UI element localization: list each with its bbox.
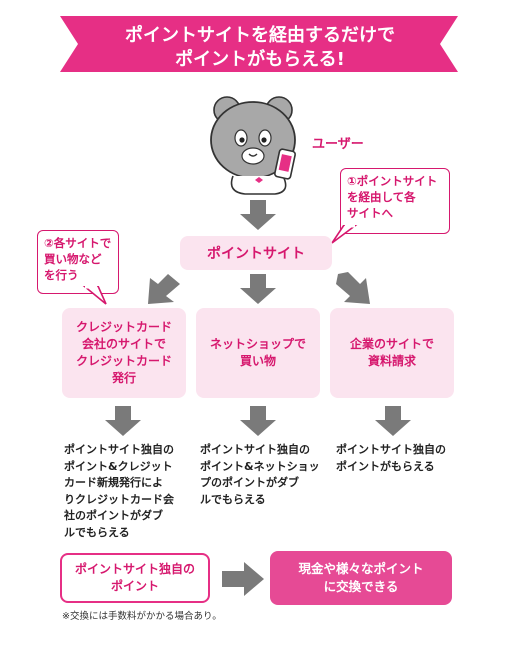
- bubble-right-line: サイトへ: [347, 206, 393, 220]
- branch-net-shop: ネットショップで 買い物: [196, 308, 320, 398]
- bottom-left-line: ポイント: [110, 579, 159, 593]
- hub-point-site: ポイントサイト: [180, 236, 332, 270]
- branch-label-line: ネットショップで: [209, 337, 306, 351]
- branch-document-request: 企業のサイトで 資料請求: [330, 308, 454, 398]
- branch-label-line: 企業のサイトで: [349, 337, 434, 351]
- bottom-left-line: ポイントサイト独自の: [74, 562, 195, 576]
- branch-label-line: クレジットカード: [75, 320, 172, 334]
- banner-line1: ポイントサイトを経由するだけで: [125, 25, 395, 46]
- result-line: ポイント&クレジット: [64, 459, 173, 473]
- bubble-shopping: ②各サイトで 買い物など を行う: [37, 230, 119, 294]
- banner-title: ポイントサイトを経由するだけで ポイントがもらえる!: [0, 24, 520, 72]
- result-line: ルでもらえる: [64, 525, 130, 539]
- arrow-down-icon: [375, 406, 411, 436]
- arrow-down-icon: [240, 406, 276, 436]
- bubble-left-line: ②各サイトで: [44, 236, 112, 250]
- bottom-own-points-box: ポイントサイト独自の ポイント: [60, 553, 210, 603]
- result-line: プのポイントがダブ: [200, 476, 299, 489]
- hub-label: ポイントサイト: [207, 246, 305, 262]
- branch-credit-card: クレジットカード 会社のサイトで クレジットカード 発行: [62, 308, 186, 398]
- arrow-down-icon: [240, 274, 276, 304]
- result-line: ポイントサイト独自の: [64, 443, 174, 456]
- arrow-down-right-icon: [336, 272, 370, 304]
- bottom-exchange-box: 現金や様々なポイント に交換できる: [270, 551, 452, 605]
- branch-label-line: 発行: [111, 371, 136, 385]
- result-line: りクレジットカード会: [64, 492, 174, 506]
- bottom-right-line: 現金や様々なポイント: [298, 561, 424, 576]
- result-line: ポイントサイト独自の: [200, 443, 310, 456]
- result-line: ルでもらえる: [200, 492, 266, 506]
- bubble-via-point-site: ①ポイントサイト を経由して各 サイトへ: [340, 168, 450, 234]
- result-line: ポイント&ネットショッ: [200, 459, 320, 473]
- result-credit-card: ポイントサイト独自の ポイント&クレジット カード新規発行によ りクレジットカー…: [64, 442, 194, 541]
- arrow-down-left-icon: [148, 272, 180, 304]
- arrow-down-icon: [240, 200, 276, 230]
- result-line: カード新規発行によ: [64, 476, 163, 489]
- arrow-down-icon: [105, 406, 141, 436]
- branch-label-line: クレジットカード: [75, 354, 172, 368]
- bubble-left-tail: [82, 286, 107, 305]
- user-label: ユーザー: [312, 137, 364, 152]
- banner-ribbon: [60, 16, 458, 72]
- bubble-left-line: を行う: [44, 268, 79, 282]
- result-line: ポイントがもらえる: [336, 459, 435, 473]
- bubble-left-line: 買い物など: [44, 252, 102, 266]
- branch-label-line: 買い物: [239, 354, 276, 368]
- bubble-right-tail: [331, 225, 358, 244]
- arrow-right-icon: [222, 562, 264, 596]
- bubble-right-line: ①ポイントサイト: [347, 174, 438, 188]
- result-document-request: ポイントサイト独自の ポイントがもらえる: [336, 442, 466, 475]
- banner-line2: ポイントがもらえる!: [175, 49, 345, 70]
- result-line: 社のポイントがダブ: [64, 509, 163, 522]
- result-net-shop: ポイントサイト独自の ポイント&ネットショッ プのポイントがダブ ルでもらえる: [200, 442, 330, 508]
- bear-user-illustration: [210, 96, 296, 195]
- result-line: ポイントサイト独自の: [336, 443, 446, 456]
- branch-label-line: 資料請求: [367, 354, 416, 368]
- footnote: ※交換には手数料がかかる場合あり。: [62, 611, 222, 622]
- branch-label-line: 会社のサイトで: [81, 337, 166, 351]
- bottom-right-line: に交換できる: [323, 579, 399, 594]
- bubble-right-line: を経由して各: [347, 190, 416, 204]
